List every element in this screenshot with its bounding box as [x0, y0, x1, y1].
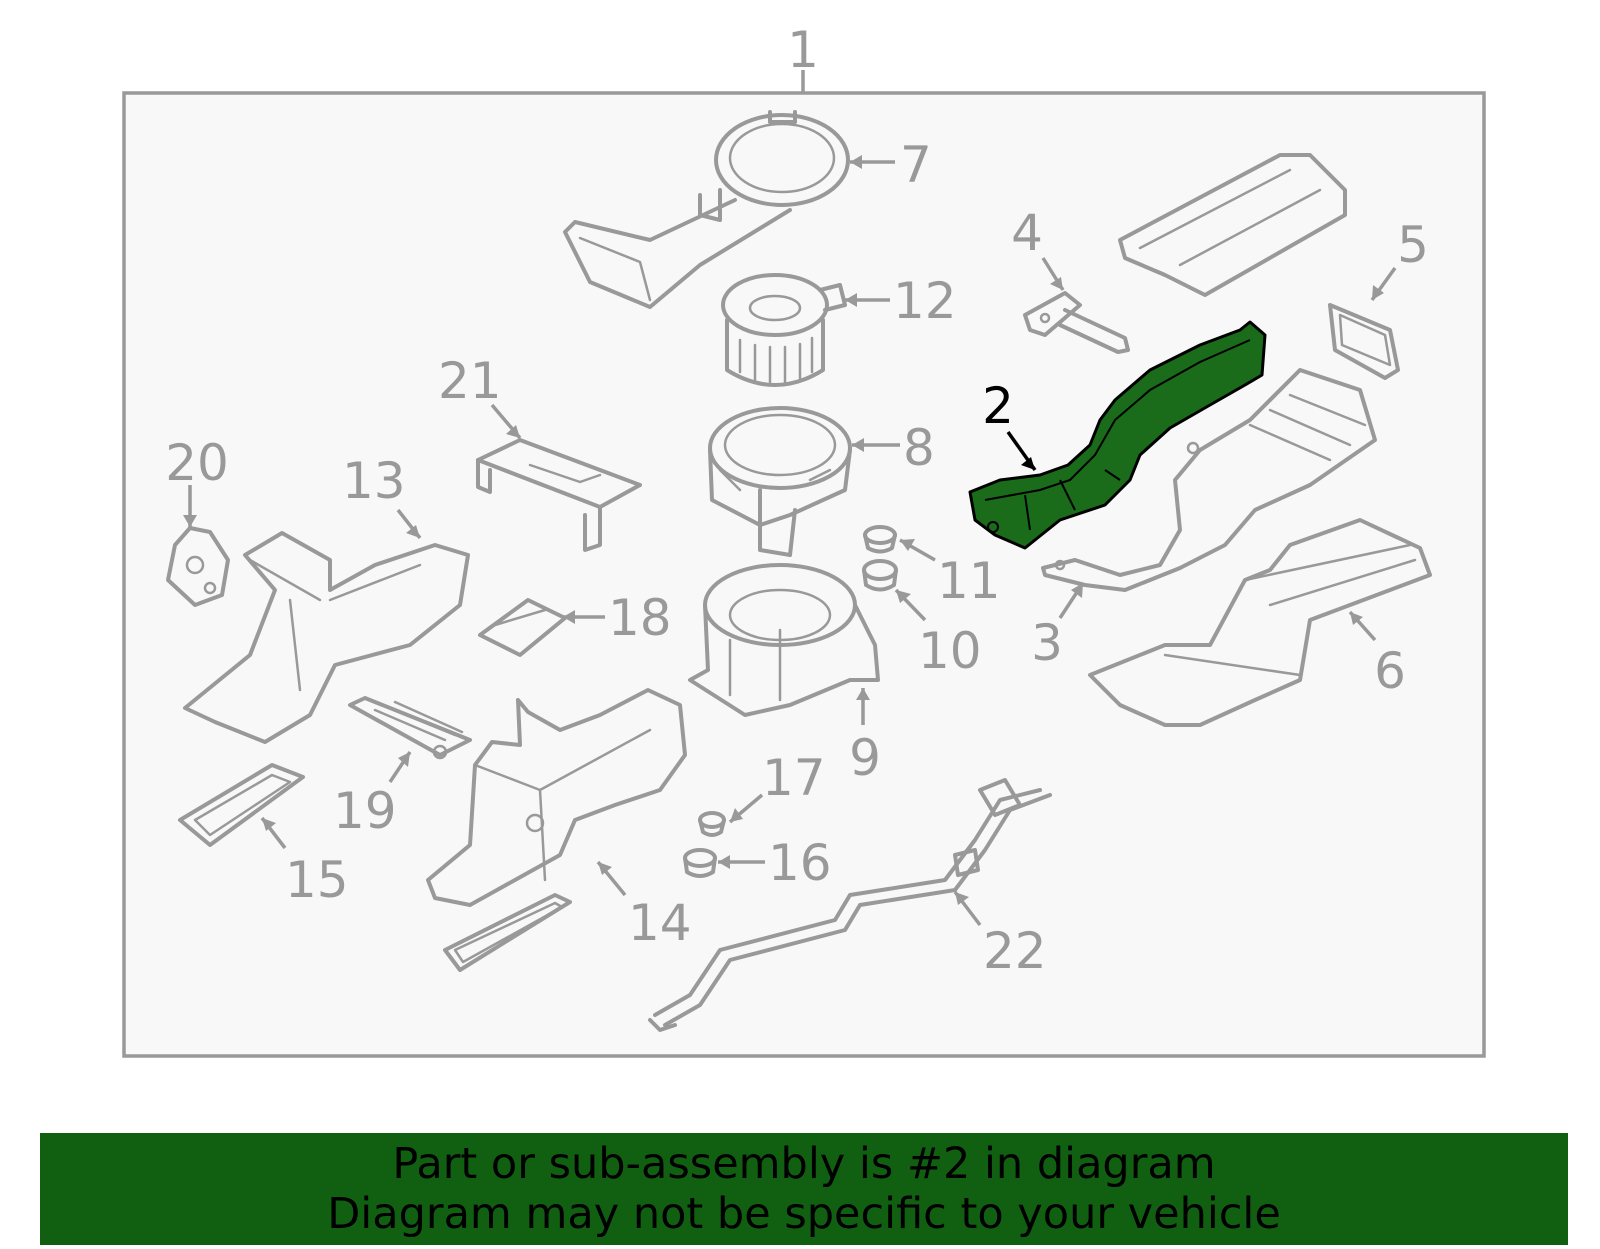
part-4-sensor — [1023, 291, 1130, 354]
part-22-drain-tube — [648, 778, 1052, 1032]
part-2-highlighted-duct — [968, 320, 1267, 550]
callout-16: 16 — [768, 834, 832, 892]
part-21-bracket — [476, 438, 642, 552]
callout-20: 20 — [165, 434, 229, 492]
callout-12: 12 — [893, 272, 957, 330]
part-7-blower-case-upper — [563, 110, 850, 309]
callout-19: 19 — [333, 782, 397, 840]
footer-banner: Part or sub-assembly is #2 in diagram Di… — [40, 1133, 1568, 1245]
callout-11: 11 — [937, 552, 1001, 610]
callout-6: 6 — [1374, 642, 1406, 700]
part-3-duct — [1041, 368, 1377, 592]
callout-10: 10 — [918, 622, 982, 680]
part-8-blower-housing — [708, 406, 852, 557]
part-duct-upper-right — [1118, 153, 1347, 297]
callout-7: 7 — [900, 136, 932, 194]
part-14-case-right — [426, 688, 687, 972]
callout-15: 15 — [285, 851, 349, 909]
part-6-duct-lower — [1088, 518, 1432, 727]
part-10-grommet — [862, 559, 898, 592]
callout-22: 22 — [983, 922, 1047, 980]
callout-1: 1 — [787, 21, 819, 79]
part-9-blower-lower-case — [688, 563, 880, 717]
part-20-actuator — [166, 526, 230, 607]
footer-line-2: Diagram may not be specific to your vehi… — [327, 1189, 1281, 1239]
footer-line-1: Part or sub-assembly is #2 in diagram — [392, 1139, 1216, 1189]
part-19-filter — [348, 696, 472, 760]
callout-13: 13 — [342, 452, 406, 510]
part-11-grommet — [863, 525, 897, 554]
callout-14: 14 — [628, 894, 692, 952]
callout-2: 2 — [982, 377, 1014, 435]
part-5-gasket — [1328, 303, 1400, 380]
callout-3: 3 — [1031, 614, 1063, 672]
callout-8: 8 — [903, 419, 935, 477]
callout-5: 5 — [1397, 216, 1429, 274]
part-17-grommet — [698, 811, 726, 837]
callout-9: 9 — [849, 729, 881, 787]
callout-21: 21 — [438, 352, 502, 410]
callout-17: 17 — [762, 749, 826, 807]
part-15-seal — [178, 763, 305, 847]
callout-18: 18 — [608, 589, 672, 647]
part-16-grommet — [683, 848, 717, 878]
part-12-blower-motor — [721, 273, 847, 387]
part-13-case-left — [183, 531, 470, 744]
callout-4: 4 — [1011, 204, 1043, 262]
